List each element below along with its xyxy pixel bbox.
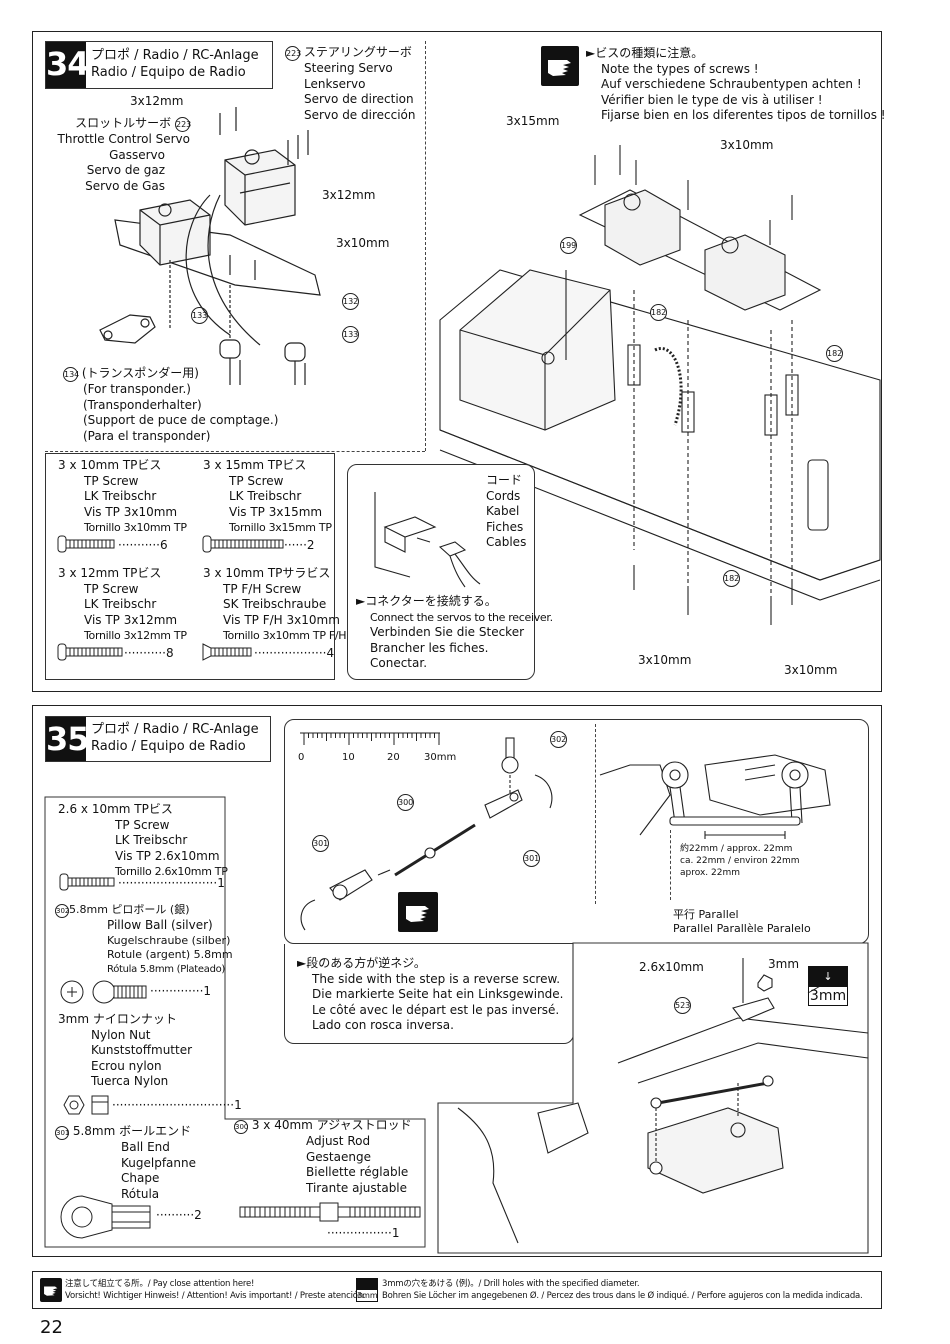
parts-item: 3 x 10mm TPビス TP Screw LK Treibschr Vis … [58,458,187,534]
part-ref-301: 301 [523,850,540,867]
tp-screw-icon [57,643,123,661]
nylon-nut-icon [63,1095,109,1115]
tp-screw-icon [202,535,284,553]
qty-1: ··························1 [118,876,225,890]
parts-item: 3025.8mm ピロボール (銀) Pillow Ball (silver) … [55,903,233,975]
connector-drawing [374,492,481,588]
part-ref-223: 223 [285,46,301,61]
pointing-hand-icon [40,1278,62,1302]
part-ref-133: 133 [342,326,359,343]
drill-legend: 3mmの穴をあける (例)。/ Drill holes with the spe… [382,1279,863,1301]
ball-end-icon [60,1195,151,1239]
parts-item: 3mm ナイロンナット Nylon Nut Kunststoffmutter E… [58,1012,193,1088]
divider-line [670,830,671,900]
part-ref-199: 199 [560,237,577,254]
part-ref-301: 301 [312,835,329,852]
divider-line [425,41,426,451]
part-ref-133: 133 [191,307,208,324]
qty-6: ···········6 [118,538,168,552]
screw-size-label: 2.6x10mm [639,960,704,974]
part-ref-182: 182 [650,304,667,321]
nut-size-label: 3mm [768,957,800,971]
parts-item: 3 x 15mm TPビス TP Screw LK Treibschr Vis … [203,458,332,534]
ruler [300,732,440,745]
parts-list-outline [44,796,426,1248]
part-ref-182: 182 [826,345,843,362]
screw-size-label: 3x15mm [506,114,560,128]
parts-list-box [45,453,335,680]
divider-line [595,724,596,904]
servo-horn-drawing [599,754,831,839]
ruler-label: 0 [298,752,305,763]
chassis-servo-drawing [439,145,881,625]
part-ref-132: 132 [342,293,359,310]
screw-size-label: 3x12mm [322,188,376,202]
tp-screw-icon [59,873,115,891]
ruler-label: 10 [342,752,355,763]
qty-1: ································1 [112,1098,242,1112]
tp-screw-icon [57,535,115,553]
qty-1: ··············1 [150,984,212,998]
ruler-label: 30mm [424,752,457,763]
screw-size-label: 3x10mm [638,653,692,667]
part-ref-302: 302 [55,904,69,918]
page-number: 22 [40,1317,63,1338]
parts-item: 2.6 x 10mm TPビス TP Screw LK Treibschr Vi… [58,802,228,878]
legend-bar [32,1271,882,1309]
screw-size-label: 3x10mm [336,236,390,250]
part-ref-300: 300 [397,794,414,811]
throttle-servo-label: スロットルサーボ 223 Throttle Control Servo Gass… [57,116,192,193]
rod-exploded-drawing [300,737,553,931]
connect-instruction: ►コネクターを接続する。 Connect the servos to the r… [356,594,553,670]
parts-item: 3 x 12mm TPビス TP Screw LK Treibschr Vis … [58,566,187,642]
pillow-ball-icon [60,980,147,1004]
car-radio-drawing [437,942,869,1254]
part-ref-223: 223 [175,117,191,132]
flat-head-screw-icon [202,643,252,661]
part-ref-523: 523 [674,997,691,1014]
qty-1: ·················1 [327,1226,400,1240]
step-35-panel [32,705,882,1257]
qty-2: ··········2 [156,1208,202,1222]
adjust-rod-icon [239,1202,421,1222]
qty-2: ······2 [284,538,315,552]
step-34-number: 34 [46,42,90,88]
part-ref-182: 182 [723,570,740,587]
step-35-number: 35 [46,717,90,761]
part-ref-302: 302 [550,731,567,748]
qty-4: ···················4 [254,646,335,660]
step-34-panel [32,31,882,692]
pointing-hand-icon [398,892,438,932]
pointing-hand-icon [541,46,579,86]
reverse-screw-note-box [284,944,574,1044]
drill-3mm-icon: ↓ 3mm [808,966,848,1006]
parts-item: 3 x 10mm TPサラビス TP F/H Screw SK Treibsch… [203,566,347,642]
drill-legend-icon: 3mm [356,1278,378,1302]
ruler-label: 20 [387,752,400,763]
transponder-label: 134 (トランスポンダー用) (For transponder.) (Tran… [63,366,279,443]
screw-type-note: ►ビスの種類に注意。 Note the types of screws ! Au… [586,46,886,122]
reverse-screw-note: ►段のある方が逆ネジ。 The side with the step is a … [297,956,564,1032]
screw-size-label: 3x12mm [130,94,184,108]
part-ref-301: 301 [55,1126,69,1140]
part-ref-300: 300 [234,1120,248,1134]
steering-servo-label: 223 ステアリングサーボ Steering Servo Lenkservo S… [285,45,416,122]
parts-item: 300 3 x 40mm アジャストロッド Adjust Rod Gestaen… [234,1118,412,1195]
parts-item: 301 5.8mm ボールエンド Ball End Kugelpfanne Ch… [55,1124,196,1201]
attention-legend: 注意して組立てる所。/ Pay close attention here!Vor… [65,1279,366,1301]
servo-assembly-drawing [99,107,321,385]
screw-size-label: 3x10mm [784,663,838,677]
screw-size-label: 3x10mm [720,138,774,152]
divider-line [45,451,425,452]
part-ref-134: 134 [63,367,79,382]
connector-box [347,464,535,680]
qty-8: ···········8 [124,646,174,660]
